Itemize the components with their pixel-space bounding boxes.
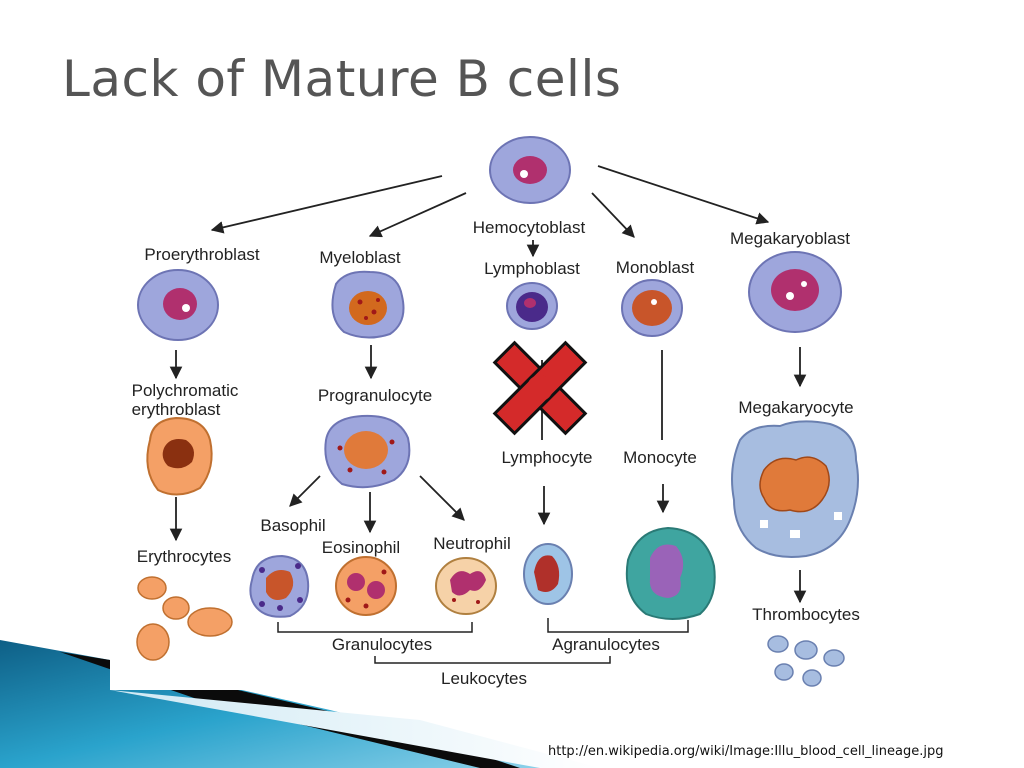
label-leukocytes: Leukocytes (441, 669, 527, 688)
label-progranulocyte: Progranulocyte (318, 386, 432, 405)
label-thrombocytes: Thrombocytes (752, 605, 860, 624)
agranulocytes-bracket (547, 618, 689, 633)
label-megakaryoblast: Megakaryoblast (730, 229, 850, 248)
erythrocytes-cells (136, 576, 233, 661)
label-megakaryocyte: Megakaryocyte (738, 398, 853, 417)
monoblast-cell (621, 279, 683, 337)
label-proerythroblast: Proerythroblast (144, 245, 260, 264)
arrow-to-megakaryoblast (597, 165, 770, 225)
lineage-arrows (169, 165, 807, 604)
granulocytes-bracket (277, 622, 473, 633)
label-basophil: Basophil (260, 516, 325, 535)
label-polychromatic-line1: Polychromatic (132, 381, 239, 400)
slide-title: Lack of Mature B cells (62, 50, 622, 108)
label-neutrophil: Neutrophil (433, 534, 511, 553)
grouping-brackets (277, 618, 689, 664)
neutrophil-cell (435, 557, 497, 615)
megakaryoblast-cell (748, 251, 842, 333)
arrow-to-neutrophil (419, 475, 465, 521)
lymphocyte-cell (523, 543, 573, 605)
arrow-to-monoblast (591, 192, 635, 238)
hemocytoblast-cell (489, 136, 571, 204)
arrow-to-myeloblast (368, 192, 467, 238)
label-monocyte: Monocyte (623, 448, 697, 467)
eosinophil-cell (335, 556, 397, 616)
label-lymphocyte: Lymphocyte (501, 448, 592, 467)
source-url: http://en.wikipedia.org/wiki/Image:Illu_… (548, 744, 944, 759)
label-granulocytes: Granulocytes (332, 635, 432, 654)
label-agranulocytes: Agranulocytes (552, 635, 660, 654)
leukocytes-bracket (374, 656, 611, 664)
proerythroblast-cell (137, 269, 219, 341)
arrow-to-proerythroblast (210, 175, 443, 234)
label-myeloblast: Myeloblast (319, 248, 401, 267)
basophil-cell (249, 554, 310, 618)
thrombocytes-cells (767, 635, 845, 687)
block-cross-icon (492, 340, 588, 436)
label-hemocytoblast: Hemocytoblast (473, 218, 586, 237)
label-erythrocytes: Erythrocytes (137, 547, 231, 566)
label-monoblast: Monoblast (616, 258, 695, 277)
label-lymphoblast: Lymphoblast (484, 259, 580, 278)
myeloblast-cell (331, 270, 405, 339)
progranulocyte-cell (324, 414, 411, 489)
polychromatic-erythroblast-cell (146, 416, 213, 496)
lymphoblast-cell (506, 282, 558, 330)
megakaryocyte-cell (731, 420, 859, 558)
arrow-to-basophil (289, 475, 321, 507)
label-eosinophil: Eosinophil (322, 538, 400, 557)
label-polychromatic-line2: erythroblast (132, 400, 221, 419)
monocyte-cell (625, 526, 716, 620)
